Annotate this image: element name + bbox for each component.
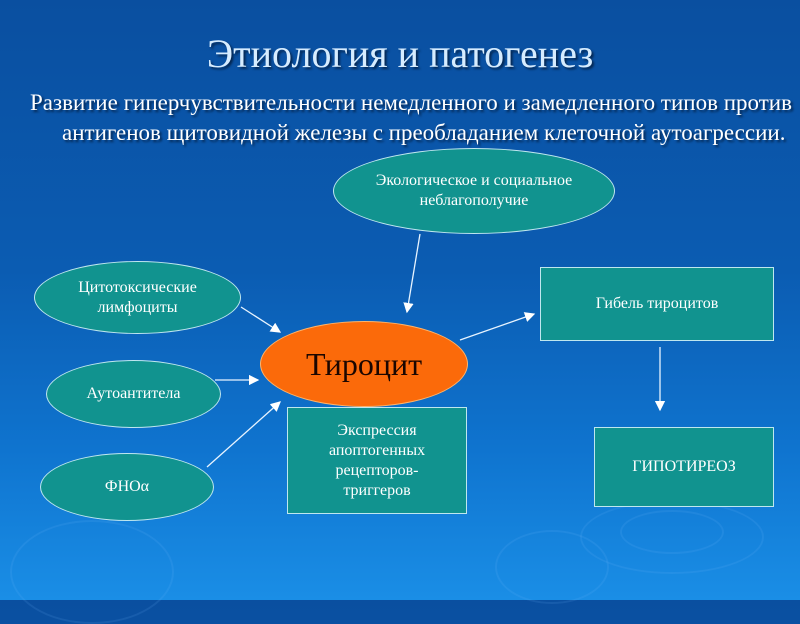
diagram-arrows	[206, 233, 666, 468]
node-thyrocyte-death: Гибель тироцитов	[540, 267, 774, 341]
node-apoptotic-receptor-expression: Экспрессия апоптогенных рецепторов-тригг…	[287, 407, 467, 514]
intro-text: Развитие гиперчувствительности немедленн…	[30, 90, 792, 145]
node-cytotoxic-lymphocytes: Цитотоксические лимфоциты	[34, 261, 241, 334]
node-tnf-alpha: ФНОα	[40, 453, 214, 521]
node-ecology: Экологическое и социальное неблагополучи…	[333, 148, 615, 234]
node-thyrocyte: Тироцит	[260, 321, 468, 407]
background-ripple	[620, 510, 724, 554]
slide-title: Этиология и патогенез	[206, 31, 594, 76]
node-autoantibodies: Аутоантитела	[46, 360, 221, 428]
node-hypothyroidism: ГИПОТИРЕОЗ	[594, 427, 774, 507]
